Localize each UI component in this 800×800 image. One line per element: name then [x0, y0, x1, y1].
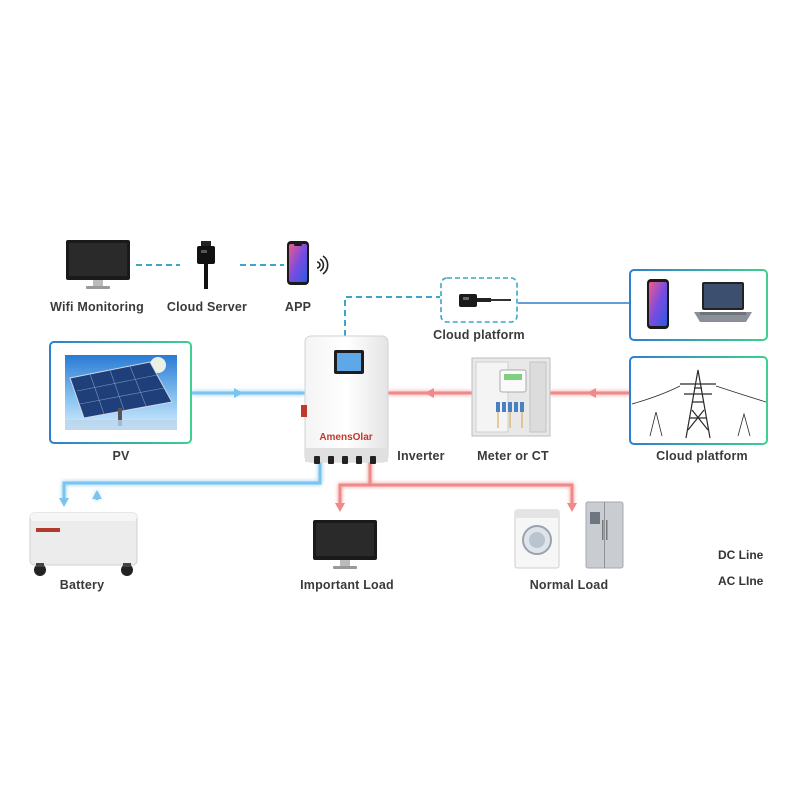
- ac-arrow-from-grid: [587, 388, 596, 398]
- ac-line-loads: [338, 462, 574, 505]
- ac-arrows: [335, 388, 596, 512]
- battery-device: [29, 512, 138, 576]
- dc-arrows: [59, 388, 243, 507]
- phone-icon: [647, 279, 669, 329]
- wifi-monitoring-monitor-icon: [66, 240, 130, 289]
- refrigerator-icon: [585, 501, 624, 569]
- label-pv: PV: [112, 449, 130, 463]
- label-normal-load: Normal Load: [529, 578, 609, 592]
- cloud-platform-dongle-icon: [459, 294, 511, 307]
- link-inverter-to-cloud: [344, 296, 440, 336]
- monitoring-links: [136, 264, 440, 336]
- ac-arrow-normal-load: [567, 503, 577, 512]
- legend: [672, 553, 710, 583]
- ac-arrow-to-inverter: [425, 388, 434, 398]
- label-inverter: Inverter: [397, 449, 445, 463]
- important-load-monitor-icon: [313, 520, 377, 569]
- meter-cabinet-icon: [471, 357, 551, 437]
- inverter-logo: AmensOlar: [319, 432, 372, 443]
- label-battery: Battery: [59, 578, 105, 592]
- label-important-load: Important Load: [300, 578, 394, 592]
- grid-frame: [629, 356, 768, 445]
- label-app: APP: [284, 300, 312, 314]
- dc-arrow-pv: [234, 388, 243, 398]
- wireless-signal-icon: [316, 255, 329, 275]
- dc-arrow-battery-up: [92, 490, 102, 499]
- cloud-platform-top-frame: [440, 277, 518, 323]
- label-cloud-server: Cloud Server: [166, 300, 248, 314]
- laptop-icon: [694, 282, 752, 322]
- dc-line-battery: [62, 462, 322, 500]
- solar-panel-icon: [65, 355, 177, 430]
- legend-ac-label: AC LIne: [718, 574, 764, 588]
- ac-arrow-important-load: [335, 503, 345, 512]
- inverter-device: [301, 335, 389, 464]
- label-wifi-monitoring: Wifi Monitoring: [50, 300, 144, 314]
- cloud-server-dongle-icon: [197, 241, 215, 289]
- app-phone-icon: [287, 241, 309, 285]
- label-meter-or-ct: Meter or CT: [477, 449, 549, 463]
- label-cloud-platform-top: Cloud platform: [433, 328, 525, 342]
- power-tower-icon: [631, 369, 767, 439]
- dc-arrow-battery-down: [59, 498, 69, 507]
- washing-machine-icon: [514, 509, 560, 569]
- legend-dc-label: DC Line: [718, 548, 764, 562]
- label-cloud-platform-grid: Cloud platform: [656, 449, 748, 463]
